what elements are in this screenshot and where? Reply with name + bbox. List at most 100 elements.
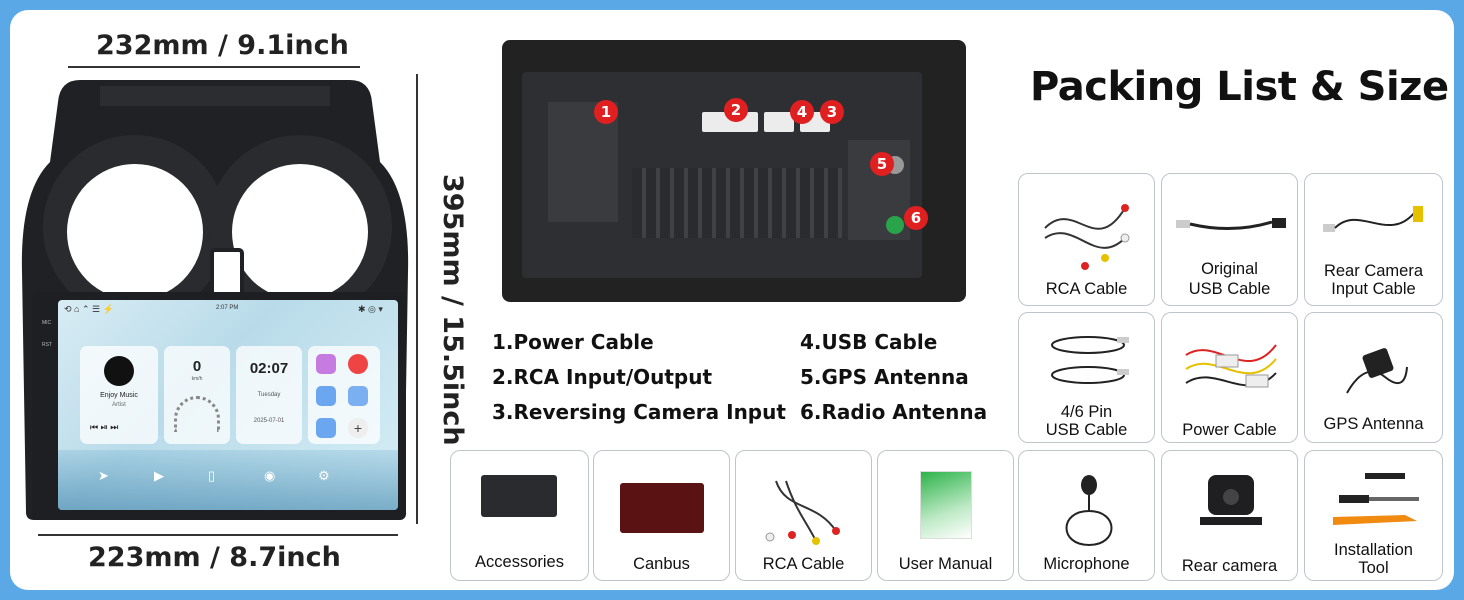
item-canbus: Canbus [593,450,730,581]
status-time: 2:07 PM [216,305,239,311]
heat-sink [632,168,842,238]
original-usb-label-1: Original [1201,260,1258,278]
installation-tool-image [1333,473,1419,525]
port-item-6: 6.Radio Antenna [800,400,988,424]
apps-card: + [308,346,380,444]
port-badge-1: 1 [594,100,618,124]
usb-connector [764,112,794,132]
rear-camera-image [1200,475,1262,525]
rca-cable-top-image [1044,204,1130,270]
installation-tool-label-1: Installation [1334,541,1413,559]
page-title: Packing List & Size [1030,64,1449,110]
port-badge-5: 5 [870,152,894,176]
canbus-label: Canbus [633,555,690,573]
item-installation-tool: Installation Tool [1304,450,1443,581]
navigation-icon[interactable]: ➤ [98,468,109,483]
speedometer-gauge [174,396,220,432]
port-item-4: 4.USB Cable [800,330,938,354]
original-usb-label-2: USB Cable [1188,280,1271,298]
status-icons-left: ⟲ ⌂ ⌃ ☰ ⚡ [64,304,114,314]
mic-label: MIC [42,320,52,326]
camera-app-icon[interactable] [316,418,336,438]
item-rca-cable-top: RCA Cable [1018,173,1155,306]
dock: ➤ ▶ ▯ ◉ ⚙ [58,450,398,510]
top-width-label: 232mm / 9.1inch [96,30,349,61]
port-item-1: 1.Power Cable [492,330,654,354]
gps-antenna-label: GPS Antenna [1323,415,1424,433]
music-card[interactable]: Enjoy Music Artist ⏮ ⏯ ⏭ [80,346,158,444]
speed-unit: km/h [191,376,203,382]
item-microphone: Microphone [1018,450,1155,581]
clock-time: 02:07 [249,360,289,377]
height-line [416,74,418,524]
rca-cable-bottom-image [765,480,840,545]
rear-camera-input-label-1: Rear Camera [1323,262,1424,280]
equalizer-app-icon[interactable] [316,386,336,406]
phone-link-icon[interactable]: ▯ [208,468,216,483]
clock-date: 2025-07-01 [253,418,285,424]
speed-card[interactable]: 0 km/h [164,346,230,444]
rear-camera-input-label-2: Input Cable [1331,280,1416,298]
item-user-manual: User Manual [877,450,1014,581]
status-icons-right: ✱ ◎ ▾ [358,304,383,314]
user-manual-image [920,471,972,539]
port-item-5: 5.GPS Antenna [800,365,969,389]
rear-camera-label: Rear camera [1181,557,1278,575]
head-unit: MIC RST ⟲ ⌂ ⌃ ☰ ⚡ 2:07 PM ✱ ◎ ▾ Enjoy Mu… [32,292,406,520]
add-app-icon[interactable]: + [348,418,368,438]
height-label: 395mm / 15.5inch [437,174,468,446]
top-width-line [68,66,360,68]
music-artist: Artist [112,402,126,408]
item-rear-camera: Rear camera [1161,450,1298,581]
record-app-icon[interactable] [348,354,368,374]
usb-46-label-1: 4/6 Pin [1060,403,1113,421]
gps-antenna-image [1346,348,1408,394]
port-badge-6: 6 [904,206,928,230]
usb-46-cable-image [1051,336,1129,384]
vinyl-icon [104,356,134,386]
user-manual-label: User Manual [898,555,993,573]
microphone-image [1065,475,1113,547]
port-badge-4: 4 [790,100,814,124]
rst-label: RST [42,342,52,348]
screen-display: ⟲ ⌂ ⌃ ☰ ⚡ 2:07 PM ✱ ◎ ▾ Enjoy Music Arti… [58,300,398,510]
usb-cable-image [1176,218,1286,230]
media-controls[interactable]: ⏮ ⏯ ⏭ [90,422,119,432]
video-icon[interactable]: ◉ [264,468,276,483]
bottom-width-line [38,534,398,536]
product-frame: 232mm / 9.1inch 395mm / 15.5inch 223mm /… [10,10,1454,590]
accessories-image [481,475,557,517]
item-accessories: Accessories [450,450,589,581]
port-badge-2: 2 [724,98,748,122]
camera-input-cable-image [1323,206,1423,232]
power-cable-image [1185,344,1277,388]
microphone-label: Microphone [1043,555,1130,573]
accessories-label: Accessories [475,553,564,571]
rca-cable-top-label: RCA Cable [1045,280,1128,298]
clock-card: 02:07 Tuesday 2025-07-01 [236,346,302,444]
canbus-image [620,483,704,533]
clock-day: Tuesday [257,392,281,398]
item-gps-antenna: GPS Antenna [1304,312,1443,443]
gallery-app-icon[interactable] [316,354,336,374]
speed-value: 0 [192,358,202,375]
car-app-icon[interactable] [348,386,368,406]
port-badge-3: 3 [820,100,844,124]
bottom-width-label: 223mm / 8.7inch [88,542,341,573]
usb-46-label-2: USB Cable [1045,421,1128,439]
back-panel: 1 2 4 3 5 6 [502,40,966,302]
port-item-3: 3.Reversing Camera Input [492,400,786,424]
item-rca-cable-bottom: RCA Cable [735,450,872,581]
installation-tool-label-2: Tool [1358,559,1389,577]
music-title: Enjoy Music [100,392,138,399]
player-icon[interactable]: ▶ [154,468,164,483]
port-item-2: 2.RCA Input/Output [492,365,713,389]
item-original-usb: Original USB Cable [1161,173,1298,306]
rca-cable-bottom-label: RCA Cable [762,555,845,573]
item-power-cable: Power Cable [1161,312,1298,443]
settings-icon[interactable]: ⚙ [318,468,330,483]
item-usb-46: 4/6 Pin USB Cable [1018,312,1155,443]
radio-port [886,216,904,234]
power-cable-label: Power Cable [1182,421,1277,439]
item-rear-camera-input: Rear Camera Input Cable [1304,173,1443,306]
